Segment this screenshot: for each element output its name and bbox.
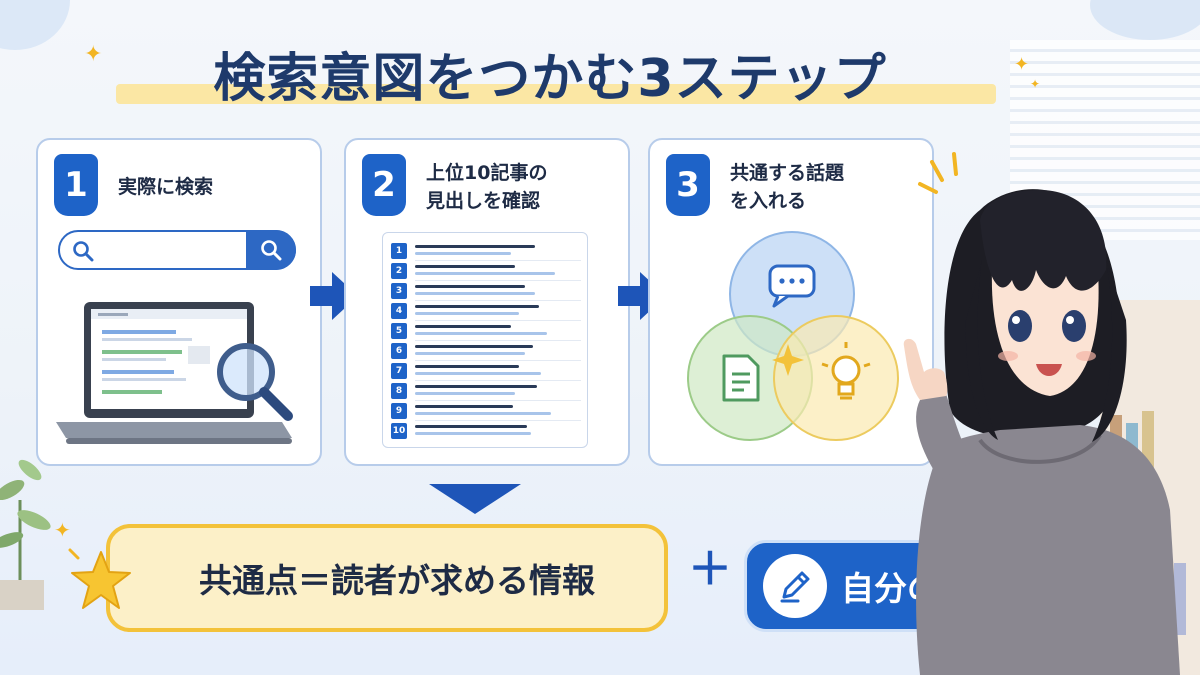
sparkle-icon: ✦: [54, 518, 71, 542]
list-item: 1: [391, 241, 581, 261]
headings-list-illustration: 1 2 3 4 5 6 7 8 9 10: [382, 232, 588, 448]
plus-icon: ＋: [688, 544, 732, 595]
step-title: 共通する話題 を入れる: [730, 162, 845, 212]
list-item: 8: [391, 381, 581, 401]
list-item: 10: [391, 421, 581, 441]
list-item: 9: [391, 401, 581, 421]
pencil-icon: [763, 554, 827, 618]
sparkle-icon: ✦: [1030, 77, 1041, 91]
step-number-badge: 1: [54, 154, 98, 216]
step-number-badge: 2: [362, 154, 406, 216]
sparkle-icon: [772, 344, 804, 376]
background-plant: [0, 459, 51, 610]
star-icon: [68, 548, 131, 609]
step-card-1: 1 実際に検索: [36, 138, 322, 466]
venn-diagram-illustration: [687, 231, 899, 441]
sparkle-icon: ✦: [84, 42, 103, 67]
laptop-illustration: [56, 302, 293, 444]
title-highlight: [116, 84, 996, 104]
step-title: 実際に検索: [118, 176, 214, 198]
character-illustration: [903, 152, 1180, 675]
background-decoration: [0, 0, 70, 50]
list-item: 2: [391, 261, 581, 281]
background-decoration: [1090, 0, 1200, 40]
result-text: 共通点＝読者が求める情報: [199, 561, 595, 600]
chat-bubble-icon: [768, 264, 816, 308]
list-item: 5: [391, 321, 581, 341]
search-icon: [261, 240, 282, 261]
search-bar-illustration: [58, 230, 296, 270]
search-button-illustration: [246, 230, 296, 270]
step-card-3: 3 共通する話題 を入れる: [648, 138, 934, 466]
step-number-badge: 3: [666, 154, 710, 216]
list-item: 3: [391, 281, 581, 301]
list-item: 7: [391, 361, 581, 381]
list-item: 4: [391, 301, 581, 321]
step-title: 上位10記事の 見出しを確認: [426, 162, 548, 212]
result-box: 共通点＝読者が求める情報: [106, 524, 668, 632]
sparkle-icon: ✦: [1014, 54, 1030, 75]
list-item: 6: [391, 341, 581, 361]
lightbulb-icon: [821, 342, 871, 400]
step-card-2: 2 上位10記事の 見出しを確認 1 2 3 4 5 6 7 8 9 10: [344, 138, 630, 466]
page-title: 検索意図をつかむ3ステップ: [213, 49, 887, 109]
document-icon: [722, 354, 760, 402]
search-icon: [73, 241, 94, 262]
arrow-down-icon: [429, 484, 521, 514]
